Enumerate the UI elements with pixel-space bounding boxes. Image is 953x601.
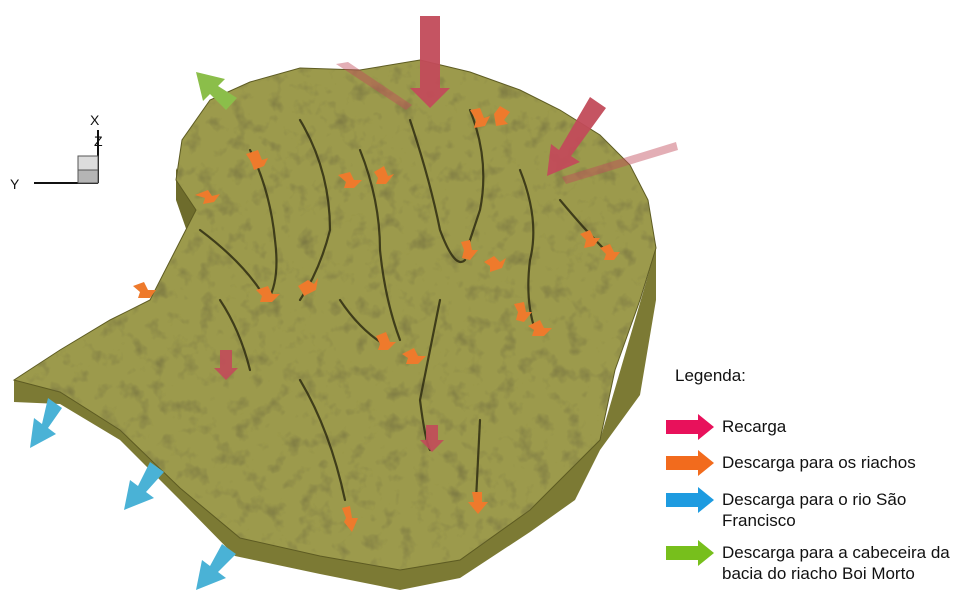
recharge-legend-arrow-icon [664,413,716,441]
legend-item-river-discharge: Descarga para o rio São Francisco [664,489,950,531]
headwater-legend-arrow-icon [664,539,716,567]
legend-label-recharge: Recarga [722,416,950,437]
axis-triad: X Z Y [10,112,103,192]
stream-legend-arrow-icon [664,449,716,477]
legend-label-river-discharge: Descarga para o rio São Francisco [722,489,950,531]
river-legend-arrow-icon [664,486,716,514]
legend-label-headwater-discharge: Descarga para a cabeceira da bacia do ri… [722,542,950,584]
legend-item-recharge: Recarga [664,416,950,441]
legend-title: Legenda: [675,366,746,386]
axis-y-label: Y [10,176,20,192]
legend-item-stream-discharge: Descarga para os riachos [664,452,950,477]
river-arrow [196,544,236,590]
river-arrow [124,462,164,510]
river-arrow [30,398,62,448]
axis-x-label: X [90,112,100,128]
legend-item-headwater-discharge: Descarga para a cabeceira da bacia do ri… [664,542,950,584]
axis-z-label: Z [94,133,103,149]
legend-label-stream-discharge: Descarga para os riachos [722,452,950,473]
